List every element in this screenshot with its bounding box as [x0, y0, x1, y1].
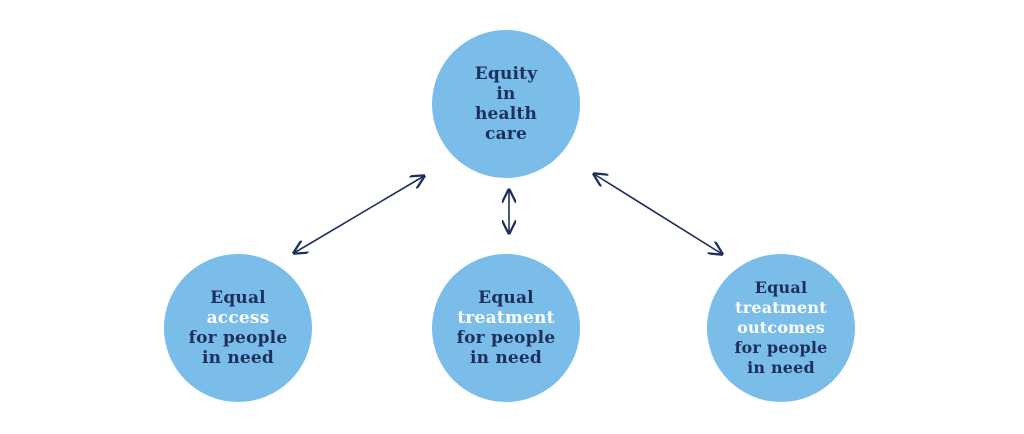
node-top-line: in — [496, 84, 516, 104]
node-mid-line: Equal — [478, 288, 534, 308]
node-right-line: in need — [747, 358, 815, 377]
node-left-keyword: access — [206, 308, 270, 328]
node-left-line: Equal — [210, 288, 266, 308]
node-mid-line: in need — [469, 348, 542, 368]
node-equity-in-health-care: Equity in health care — [432, 30, 580, 178]
node-mid-line: for people — [456, 328, 556, 348]
arrow-left — [294, 176, 424, 253]
node-right-line: Equal — [754, 278, 808, 297]
node-right-line: for people — [734, 338, 828, 357]
node-right-keyword: treatment — [735, 298, 827, 317]
node-right-keyword: outcomes — [737, 318, 825, 337]
node-equal-treatment: Equal treatment for people in need — [432, 254, 580, 402]
node-top-line: care — [485, 124, 527, 144]
node-left-line: in need — [201, 348, 274, 368]
node-equal-access: Equal access for people in need — [164, 254, 312, 402]
node-equal-treatment-outcomes: Equal treatment outcomes for people in n… — [707, 254, 855, 402]
node-top-line: Equity — [474, 64, 538, 84]
arrow-right — [594, 174, 722, 254]
node-left-line: for people — [188, 328, 288, 348]
node-top-line: health — [474, 104, 538, 124]
node-mid-keyword: treatment — [457, 308, 555, 328]
